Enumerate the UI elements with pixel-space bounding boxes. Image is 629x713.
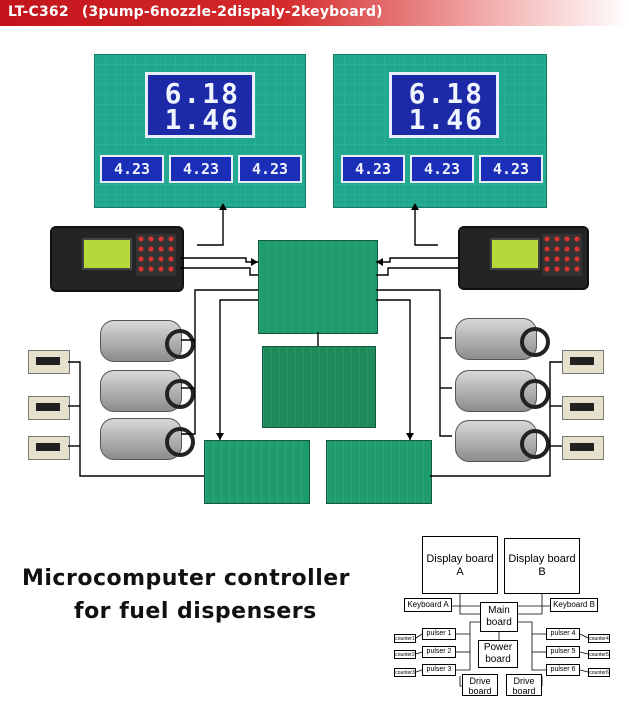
display-board-b: 6.18 1.46 4.23 4.23 4.23: [333, 54, 547, 208]
counter-box: counter6: [588, 668, 610, 677]
volume-readout: 1.46: [164, 103, 240, 136]
block-connections: [415, 594, 589, 687]
counter-box: counter3: [394, 668, 416, 677]
model-number: LT-C362: [8, 4, 69, 20]
nozzle-readout: 4.23: [410, 155, 474, 183]
keyboard-lcd: [490, 238, 540, 270]
drive-board-b-box: Drive board: [506, 674, 542, 696]
display-board-b-box: Display board B: [504, 538, 580, 594]
counter-box: counter1: [394, 634, 416, 643]
main-lcd-b: 6.18 1.46: [389, 72, 499, 138]
nozzle-readout: 4.23: [100, 155, 164, 183]
main-lcd-a: 6.18 1.46: [145, 72, 255, 138]
pump-motor: [100, 418, 195, 460]
display-board-a-box: Display board A: [422, 536, 498, 594]
drive-board-right: [326, 440, 432, 504]
keyboard-b-box: Keyboard B: [550, 598, 598, 612]
header-title: LT-C362 (3pump-6nozzle-2dispaly-2keyboar…: [8, 4, 383, 20]
counter-device: [28, 350, 70, 374]
pulser-box: pulser 2: [422, 646, 456, 658]
pulser-box: pulser 4: [546, 628, 580, 640]
pump-motor: [455, 420, 550, 462]
volume-readout: 1.46: [408, 103, 484, 136]
nozzle-readout: 4.23: [479, 155, 543, 183]
pump-motor: [100, 320, 195, 362]
pulser-box: pulser 5: [546, 646, 580, 658]
pulser-box: pulser 1: [422, 628, 456, 640]
pump-motor: [455, 370, 550, 412]
counter-device: [28, 436, 70, 460]
counter-box: counter5: [588, 650, 610, 659]
nozzle-readout: 4.23: [341, 155, 405, 183]
pump-motor: [455, 318, 550, 360]
pulser-box: pulser 3: [422, 664, 456, 676]
block-diagram: Display board A Display board B Keyboard…: [390, 530, 620, 700]
pump-motor: [100, 370, 195, 412]
nozzle-readout: 4.23: [238, 155, 302, 183]
drive-board-a-box: Drive board: [462, 674, 498, 696]
keyboard-b: [458, 226, 589, 290]
counter-device: [562, 350, 604, 374]
keypad-buttons: [136, 234, 176, 276]
drive-board-left: [204, 440, 310, 504]
counter-box: counter2: [394, 650, 416, 659]
product-title-line2: for fuel dispensers: [74, 599, 317, 624]
display-board-a: 6.18 1.46 4.23 4.23 4.23: [94, 54, 306, 208]
pulser-box: pulser 6: [546, 664, 580, 676]
keyboard-a: [50, 226, 184, 292]
nozzle-readout: 4.23: [169, 155, 233, 183]
header-banner: LT-C362 (3pump-6nozzle-2dispaly-2keyboar…: [0, 0, 629, 26]
counter-box: counter4: [588, 634, 610, 643]
amount-readout: 6.18: [408, 77, 484, 110]
power-board-box: Power board: [478, 640, 518, 668]
counter-device: [28, 396, 70, 420]
model-description: (3pump-6nozzle-2dispaly-2keyboard): [81, 4, 383, 20]
main-controller-board: [258, 240, 378, 334]
keyboard-a-box: Keyboard A: [404, 598, 452, 612]
main-board-box: Main board: [480, 602, 518, 632]
counter-device: [562, 436, 604, 460]
amount-readout: 6.18: [164, 77, 240, 110]
product-title-line1: Microcomputer controller: [22, 566, 351, 591]
counter-device: [562, 396, 604, 420]
keyboard-lcd: [82, 238, 132, 270]
keypad-buttons: [542, 234, 582, 276]
power-board: [262, 346, 376, 428]
